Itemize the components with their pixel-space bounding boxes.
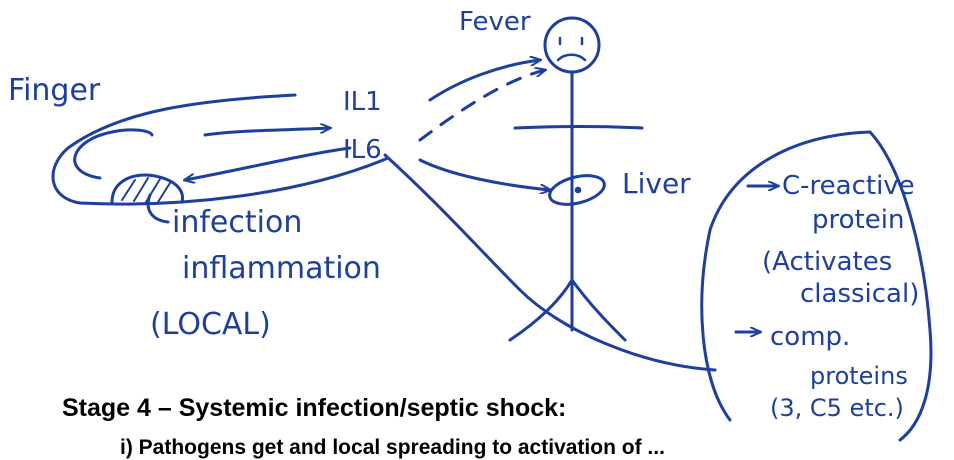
label-local: (LOCAL): [150, 307, 271, 342]
arrow-il1-to-fever: [430, 60, 540, 100]
label-activates-2: classical): [800, 279, 919, 309]
label-crp-1: C-reactive: [782, 171, 915, 201]
label-crp-2: protein: [812, 205, 904, 235]
inflammation-diagram: Finger Fever IL1 IL6 Liver infection inf…: [0, 0, 954, 450]
label-il1: IL1: [343, 87, 382, 117]
arrow-il6-to-fever-dashed: [420, 70, 545, 140]
arrow-finger-to-il6: [205, 128, 330, 135]
label-comp-1: comp.: [770, 322, 850, 352]
label-finger: Finger: [8, 73, 101, 108]
label-fever: Fever: [459, 7, 531, 37]
arrow-il6-to-liver: [420, 160, 550, 190]
head: [545, 18, 599, 72]
cut-off-line: i) Pathogens get and local spreading to …: [120, 436, 665, 460]
label-comp-3: (3, C5 etc.): [770, 394, 904, 422]
arms: [515, 127, 642, 129]
legs: [510, 280, 625, 340]
label-il6: IL6: [343, 135, 382, 165]
label-inflammation: inflammation: [182, 251, 381, 286]
label-comp-2: proteins: [810, 362, 908, 390]
label-liver: Liver: [622, 167, 691, 200]
arrow-il6-to-infection: [185, 148, 350, 180]
label-infection: infection: [172, 205, 302, 240]
stage-heading: Stage 4 – Systemic infection/septic shoc…: [62, 394, 566, 423]
label-activates-1: (Activates: [762, 247, 892, 277]
